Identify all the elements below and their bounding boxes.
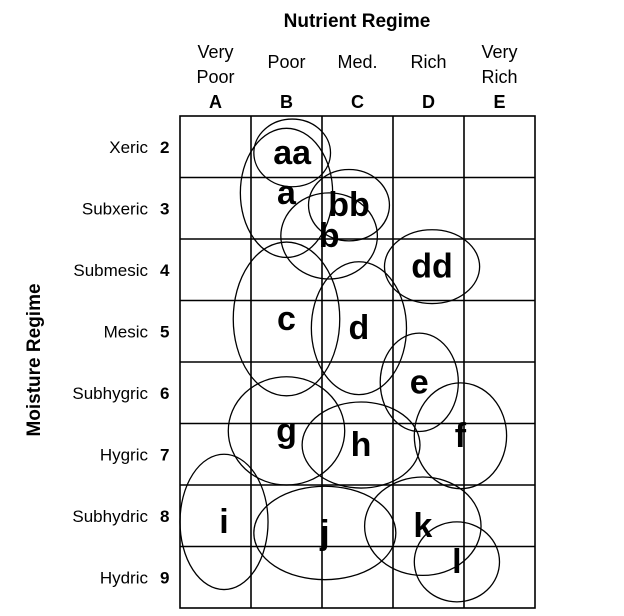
- site-unit-ellipse-i: [179, 453, 269, 591]
- site-unit-label-aa: aa: [273, 134, 312, 172]
- column-letter: B: [280, 92, 293, 112]
- column-heading: Rich: [481, 67, 517, 87]
- row-number: 3: [160, 199, 169, 218]
- column-heading: Very: [481, 42, 517, 62]
- site-unit-ellipse-bb: [307, 168, 391, 242]
- grid: [179, 115, 536, 609]
- row-name: Subhygric: [72, 384, 148, 403]
- site-unit-label-e: e: [410, 363, 429, 401]
- row-name: Subhydric: [72, 507, 148, 526]
- site-unit-ellipse-k: [363, 476, 482, 577]
- row-number: 4: [160, 261, 170, 280]
- site-unit-ellipse-l: [413, 521, 501, 603]
- site-unit-label-bb: bb: [328, 186, 370, 224]
- site-unit-label-g: g: [276, 412, 297, 450]
- row-name: Mesic: [104, 322, 149, 341]
- moisture-regime-title: Moisture Regime: [24, 283, 45, 436]
- column-heading: Very: [197, 42, 233, 62]
- site-unit-ellipses: [179, 118, 508, 603]
- site-unit-label-d: d: [349, 309, 370, 347]
- site-unit-label-a: a: [277, 174, 297, 212]
- column-heading: Poor: [267, 52, 305, 72]
- site-unit-ellipse-dd: [383, 229, 481, 305]
- column-heading: Rich: [410, 52, 446, 72]
- column-letter: C: [351, 92, 364, 112]
- site-unit-label-j: j: [319, 514, 329, 552]
- row-number: 5: [160, 322, 169, 341]
- row-number: 6: [160, 384, 169, 403]
- row-name: Hydric: [100, 568, 149, 587]
- site-unit-label-b: b: [319, 217, 340, 255]
- site-unit-label-k: k: [413, 507, 432, 545]
- row-number: 2: [160, 138, 169, 157]
- column-heading: Poor: [196, 67, 234, 87]
- site-unit-ellipse-g: [227, 376, 346, 486]
- site-unit-label-l: l: [452, 543, 461, 581]
- site-unit-label-dd: dd: [411, 248, 453, 286]
- site-unit-ellipse-d: [310, 261, 408, 396]
- site-unit-label-c: c: [277, 300, 296, 338]
- column-letter: E: [493, 92, 505, 112]
- column-letter: D: [422, 92, 435, 112]
- row-number: 8: [160, 507, 169, 526]
- row-name: Xeric: [109, 138, 148, 157]
- row-number: 7: [160, 445, 169, 464]
- site-unit-ellipse-h: [301, 401, 421, 489]
- row-name: Subxeric: [82, 199, 149, 218]
- row-name: Submesic: [73, 261, 148, 280]
- site-unit-ellipse-e: [379, 332, 459, 433]
- row-number: 9: [160, 568, 169, 587]
- column-letter: A: [209, 92, 222, 112]
- column-heading: Med.: [337, 52, 377, 72]
- site-unit-ellipse-j: [253, 485, 397, 581]
- site-unit-ellipse-b: [280, 192, 379, 280]
- site-unit-label-i: i: [219, 503, 228, 541]
- site-unit-label-f: f: [455, 417, 467, 455]
- row-name: Hygric: [100, 445, 149, 464]
- nutrient-regime-title: Nutrient Regime: [284, 11, 431, 32]
- site-unit-label-h: h: [351, 426, 372, 464]
- site-unit-ellipse-c: [232, 241, 341, 397]
- site-unit-ellipse-aa: [253, 118, 332, 188]
